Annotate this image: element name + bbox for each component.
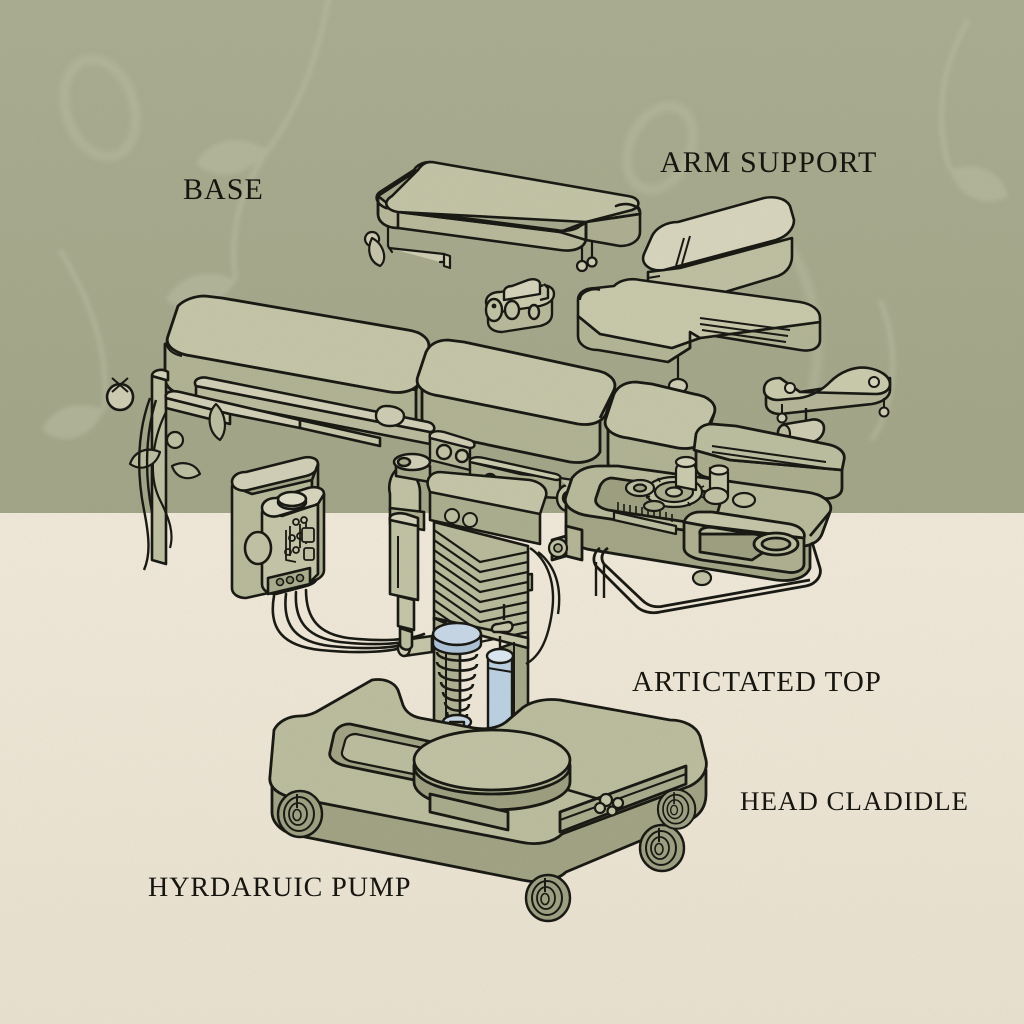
caster-front-right — [638, 823, 686, 873]
label-head-cradle: HEAD CLADIDLE — [740, 786, 969, 816]
label-arm-support: ARM SUPPORT — [660, 146, 878, 179]
caster-front-left — [276, 789, 324, 839]
caster-rear-right — [656, 788, 697, 830]
caster-front-center — [524, 873, 572, 923]
label-base: BASE — [183, 173, 264, 206]
label-articulated-top: ARTICTATED TOP — [632, 666, 882, 698]
label-hydraulic-pump: HYRDARUIC PUMP — [148, 872, 412, 903]
